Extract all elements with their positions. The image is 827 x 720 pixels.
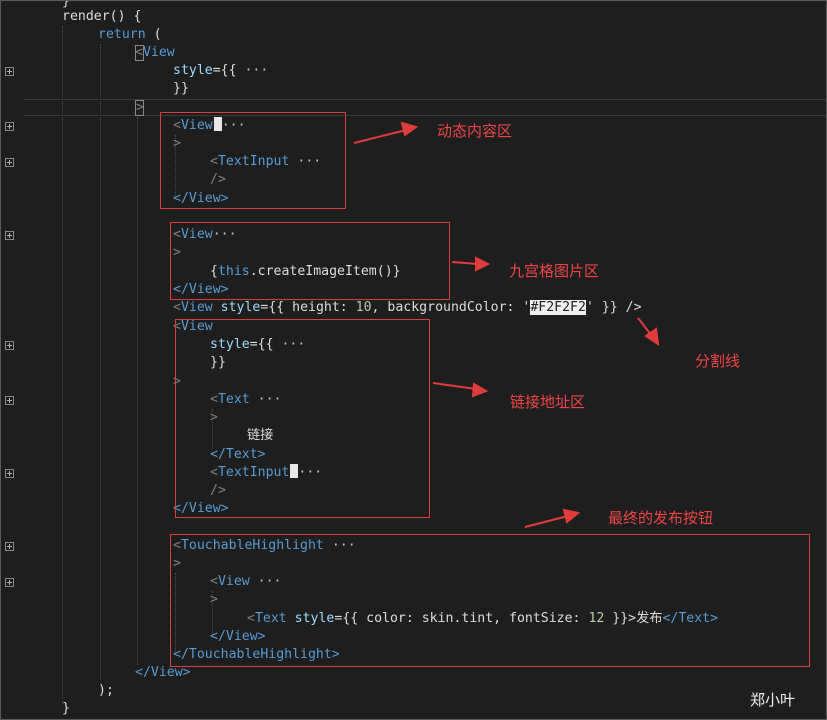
arrow-head-icon (475, 256, 491, 272)
text-cursor (290, 464, 299, 478)
code-line[interactable]: <Text style={{ color: skin.tint, fontSiz… (247, 611, 719, 626)
arrow-head-icon (471, 382, 489, 398)
code-line[interactable]: <View··· (173, 227, 237, 242)
code-line[interactable]: > (136, 100, 144, 115)
annotation-box-button (170, 534, 810, 667)
bracket-match-box (135, 45, 144, 61)
code-line[interactable]: <View (135, 45, 175, 60)
fold-expand-icon[interactable] (5, 341, 14, 350)
render-method: render() { (62, 9, 142, 24)
annotation-box-link (175, 319, 430, 518)
arrow-head-icon (644, 327, 660, 347)
code-line[interactable]: return ( (98, 27, 162, 42)
code-line[interactable]: ); (98, 683, 114, 698)
code-line[interactable]: > (173, 556, 181, 571)
annotation-divider: 分割线 (695, 352, 741, 370)
code-line[interactable]: > (173, 374, 181, 389)
indent-guide (175, 135, 176, 197)
code-line[interactable]: <TextInput··· (210, 464, 323, 480)
indent-guide (175, 573, 176, 655)
fold-expand-icon[interactable] (5, 67, 14, 76)
fold-expand-icon[interactable] (5, 158, 14, 167)
code-line[interactable]: } (62, 701, 70, 716)
annotation-box-dynamic (160, 112, 346, 209)
code-line[interactable]: <View ··· (210, 574, 282, 589)
arrow-icon (451, 261, 479, 265)
code-line[interactable]: <View style={{ height: 10, backgroundCol… (173, 300, 642, 315)
fold-expand-icon[interactable] (5, 122, 14, 131)
code-line[interactable]: /> (210, 483, 226, 498)
code-line[interactable]: </Text> (210, 447, 266, 462)
annotation-dynamic: 动态内容区 (437, 122, 513, 140)
code-line[interactable]: render() { (62, 8, 141, 26)
collapsed-ellipsis[interactable]: ··· (244, 63, 269, 78)
view-tag: View (142, 45, 175, 60)
code-line[interactable]: }} (173, 81, 189, 96)
code-line[interactable]: } (62, 0, 70, 11)
arrow-icon (524, 515, 569, 528)
bracket-match-box (135, 100, 144, 116)
code-line[interactable]: <Text ··· (210, 392, 282, 407)
arrow-head-icon (562, 508, 581, 524)
code-line[interactable]: style={{ ··· (173, 63, 269, 78)
code-line[interactable]: /> (210, 172, 226, 187)
code-line[interactable]: </View> (173, 191, 229, 206)
current-line-highlight (24, 99, 826, 116)
fold-expand-icon[interactable] (5, 396, 14, 405)
watermark: 郑小叶 (750, 691, 796, 709)
annotation-link: 链接地址区 (510, 393, 586, 411)
code-line[interactable]: <TextInput ··· (210, 154, 322, 169)
return-keyword: return (98, 27, 146, 42)
fold-expand-icon[interactable] (5, 578, 14, 587)
indent-guide (212, 409, 213, 447)
fold-expand-icon[interactable] (5, 469, 14, 478)
indent-guide (62, 26, 63, 704)
arrow-icon (353, 129, 407, 144)
annotation-box-grid (170, 222, 450, 300)
code-line[interactable]: style={{ ··· (210, 337, 306, 352)
code-line[interactable]: > (210, 592, 218, 607)
code-line[interactable]: <View (173, 319, 213, 334)
indent-guide (212, 591, 213, 637)
indent-guide (100, 44, 101, 680)
code-line[interactable]: > (210, 410, 218, 425)
code-line[interactable]: </View> (173, 501, 229, 516)
text-cursor (213, 117, 222, 131)
code-line[interactable]: </TouchableHighlight> (173, 647, 340, 662)
code-line[interactable]: </View> (210, 629, 266, 644)
fold-expand-icon[interactable] (5, 231, 14, 240)
annotation-grid: 九宫格图片区 (509, 262, 600, 280)
code-line[interactable]: {this.createImageItem()} (210, 264, 401, 279)
arrow-icon (432, 382, 477, 390)
code-line[interactable]: </View> (135, 665, 191, 680)
fold-gutter (0, 0, 24, 720)
indent-guide (137, 117, 138, 665)
code-line[interactable]: </View> (173, 282, 229, 297)
fold-expand-icon[interactable] (5, 542, 14, 551)
code-line[interactable]: <TouchableHighlight ··· (173, 538, 356, 553)
code-line[interactable]: 链接 (247, 428, 274, 443)
code-line[interactable]: > (173, 245, 181, 260)
code-line[interactable]: > (173, 136, 181, 151)
annotation-button: 最终的发布按钮 (608, 509, 714, 527)
code-line[interactable]: }} (210, 355, 226, 370)
arrow-head-icon (400, 121, 419, 137)
code-line[interactable]: <View··· (173, 117, 246, 133)
brace: } (62, 0, 70, 9)
selected-color-string: #F2F2F2 (530, 300, 586, 315)
